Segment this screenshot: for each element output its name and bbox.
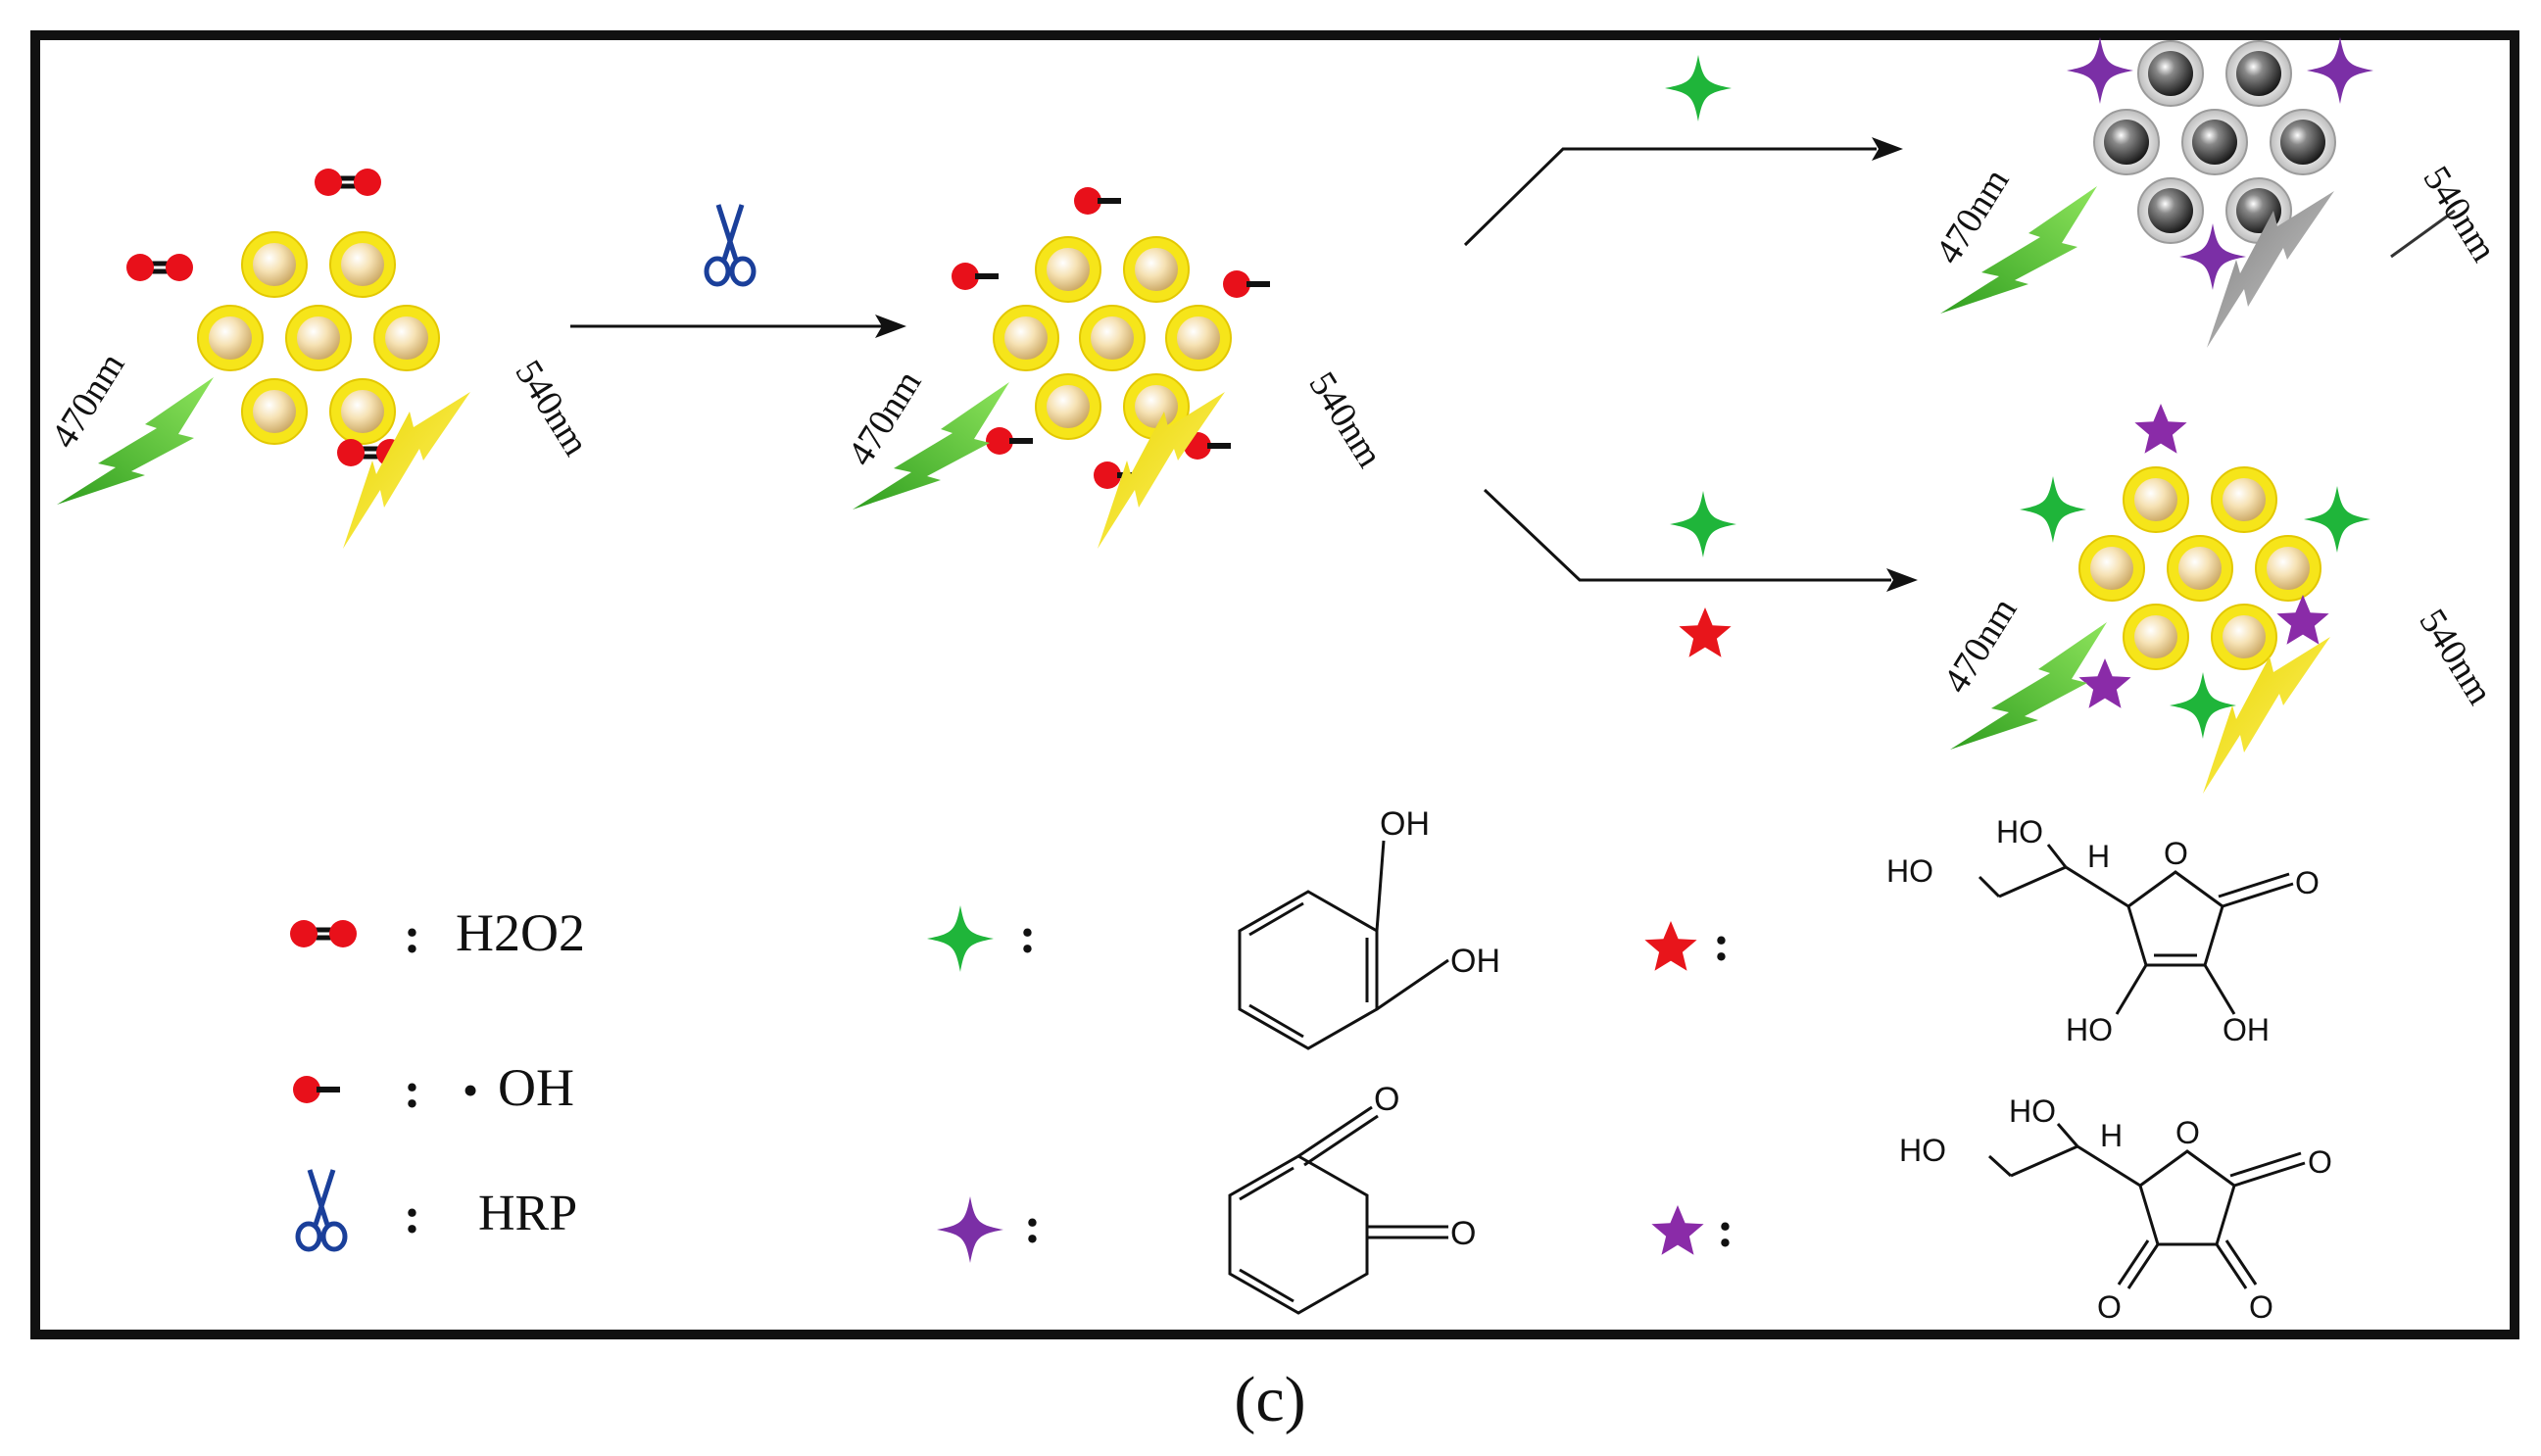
dha-o: O — [2249, 1289, 2273, 1325]
legend-separator: : — [1019, 908, 1036, 964]
ascorbic-h: H — [2087, 839, 2110, 874]
dha-ho: HO — [1899, 1133, 1946, 1168]
ascorbic-ho: HO — [1886, 853, 1933, 889]
legend-h2o2-label: H2O2 — [456, 903, 585, 962]
hrp-cleavage-arrow — [570, 315, 906, 338]
figure-frame — [30, 30, 2519, 1339]
dehydroascorbic-acid-structure — [1987, 1123, 2306, 1289]
ascorbic-oh: OH — [2223, 1012, 2270, 1047]
dha-h: H — [2100, 1118, 2123, 1153]
dha-ring-o: O — [2175, 1115, 2200, 1150]
catechol-structure — [1238, 840, 1449, 1050]
ascorbic-ring-o: O — [2164, 836, 2188, 871]
panel-label: (c) — [1234, 1364, 1305, 1435]
catechol-oh: OH — [1450, 943, 1500, 980]
legend-separator: : — [1024, 1198, 1041, 1254]
benzoquinone-o: O — [1374, 1081, 1399, 1118]
dha-carbonyl-o: O — [2308, 1144, 2332, 1180]
ascorbic-ho: HO — [1996, 814, 2043, 849]
catechol-oh: OH — [1380, 805, 1430, 843]
legend-separator: : — [404, 908, 420, 964]
legend-separator: : — [404, 1063, 420, 1119]
dha-ho: HO — [2009, 1093, 2056, 1129]
ascorbic-carbonyl-o: O — [2295, 865, 2320, 900]
legend-separator: : — [404, 1189, 420, 1244]
legend-hydroxyl-label: OH — [498, 1058, 574, 1117]
ascorbic-ho: HO — [2066, 1012, 2113, 1047]
upper-branch-arrow — [1463, 137, 1903, 247]
benzoquinone-structure — [1228, 1105, 1448, 1315]
legend-separator: : — [1717, 1202, 1734, 1258]
lower-branch-arrow — [1483, 488, 1918, 592]
legend-radical-dot: • — [463, 1065, 478, 1115]
dha-o: O — [2097, 1289, 2122, 1325]
legend-hrp-label: HRP — [478, 1186, 577, 1241]
ascorbic-acid-structure — [1978, 844, 2294, 1015]
legend-separator: : — [1713, 916, 1730, 972]
quench-cross — [2390, 209, 2456, 259]
benzoquinone-o: O — [1450, 1215, 1476, 1252]
